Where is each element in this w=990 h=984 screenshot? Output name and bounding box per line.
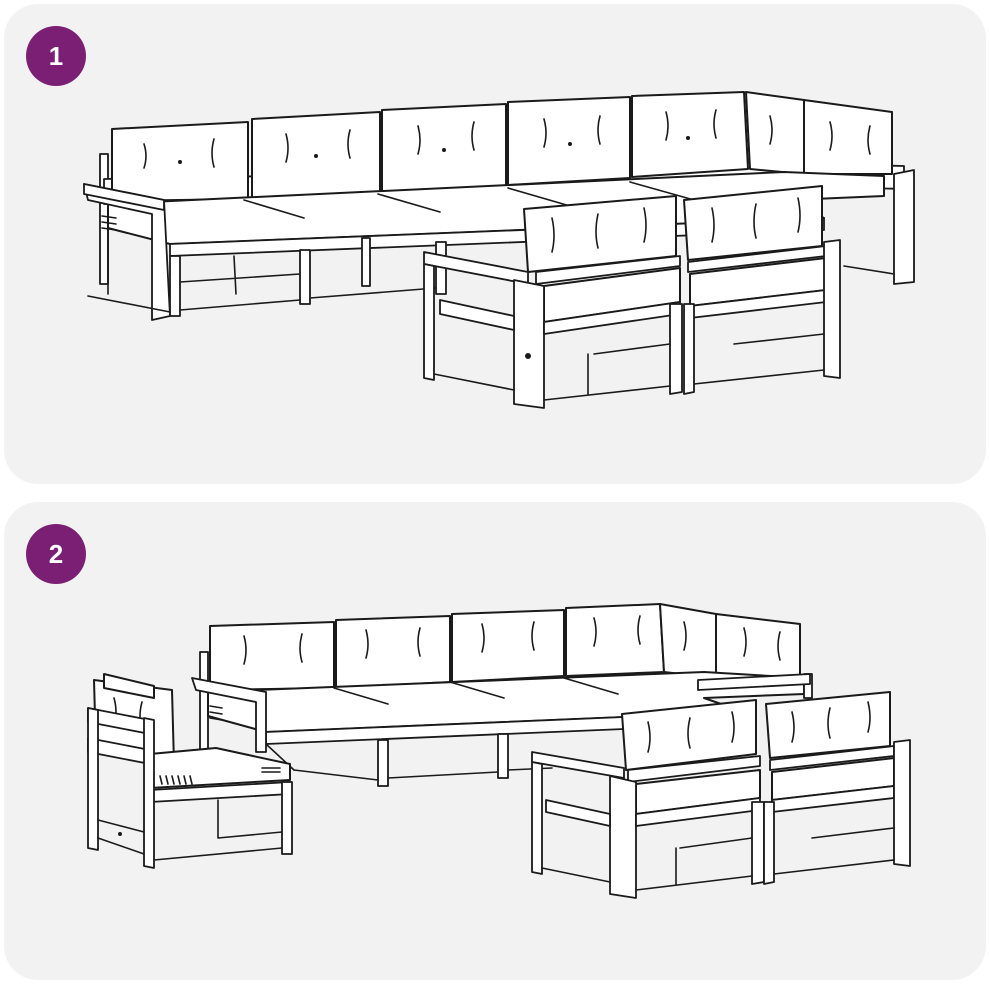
corner-unit [87,673,293,869]
corner-base-rails [97,799,283,861]
chair-right-leg [823,239,841,379]
step-1-illustration [83,91,915,409]
chair-back-cushion [621,699,757,771]
cushion-wrinkles [551,207,647,253]
back-cushion [565,603,665,677]
sofa-front-leg [299,249,311,305]
sofa-front-leg [169,255,181,317]
step-1-panel: 1 [4,4,986,484]
seat-seam [629,181,695,201]
chair-front-right-leg [669,303,683,395]
chair-back-rail [535,255,681,285]
chair-base-rails [541,837,753,891]
chair-side-panel [439,299,515,331]
sofa-left-arm-top [83,183,165,211]
sofa-inner-frame [107,229,301,295]
seat-seam [333,687,389,705]
seat-seam [563,677,619,695]
cushion-wrinkles [791,701,871,743]
sofa-right-arm [893,169,915,285]
corner-seat-tag [159,775,193,785]
chair-back-leg [531,761,543,875]
sofa-front-leg [497,733,509,779]
cushion-button [178,160,182,164]
back-cushion [507,96,631,186]
sofa-arm-slats [209,705,223,721]
chair-back-leg [423,263,435,381]
chair-side-panel [545,799,611,827]
chair-bolt [525,353,531,359]
corner-right-leg [281,781,293,855]
chair-bolt [118,832,122,836]
sofa-front-leg [377,739,389,787]
chair-left-leg [683,303,695,395]
seat-seam [377,193,441,213]
chair-left-arm-top [531,751,625,779]
corner-cushion-top [103,673,155,699]
cushion-wrinkles [647,711,735,753]
seat-seam [507,187,571,207]
corner-back-cushion [745,91,805,175]
cushion-button [442,148,446,152]
sofa-back-row [99,91,905,285]
cushion-wrinkles [143,109,871,169]
chair-left-leg [763,801,775,885]
cushion-wrinkles [711,197,801,243]
sofa-left-back-post [199,651,209,753]
corner-back-leg [87,707,99,851]
step-2-badge: 2 [26,524,86,584]
step-1-badge: 1 [26,26,86,86]
back-cushion [451,609,565,683]
chair-front-right-leg [751,801,765,885]
sofa-left-arm [191,677,267,753]
left-chair [423,195,683,409]
corner-arm-top [697,673,811,691]
sofa-left-back-post [99,153,109,285]
seat-seam [243,199,305,219]
chair-base-rails [773,827,895,875]
corner-back-cushion [659,603,717,679]
chair-back-rail [627,755,761,783]
corner-front-leg [143,717,155,869]
cushion-button [686,136,690,140]
chair-base-rails [693,333,825,385]
corner-seat-tag [261,767,281,773]
chair-base-rails [433,343,671,401]
sofa-base-rails [87,265,895,313]
right-chair [763,691,911,885]
sofa-arm-slats [101,215,117,231]
corner-back-cushion [803,99,893,175]
cushion-button [314,154,318,158]
back-cushion [335,615,451,689]
chair-front-left-leg [513,279,545,409]
sofa-base-rails [265,743,553,781]
step-2-illustration [87,603,911,899]
back-cushion [631,91,749,178]
right-chair [683,185,841,395]
chair-front-left-leg [609,775,637,899]
corner-back-cushion [715,613,801,681]
chair-right-leg [893,739,911,867]
seat-seam [449,681,505,699]
sofa-front-leg [361,237,371,287]
cushion-button [568,142,572,146]
step-2-panel: 2 [4,502,986,980]
cushion-wrinkles [243,615,781,665]
back-cushion [209,621,335,691]
seat-cushion-strip [207,671,805,733]
